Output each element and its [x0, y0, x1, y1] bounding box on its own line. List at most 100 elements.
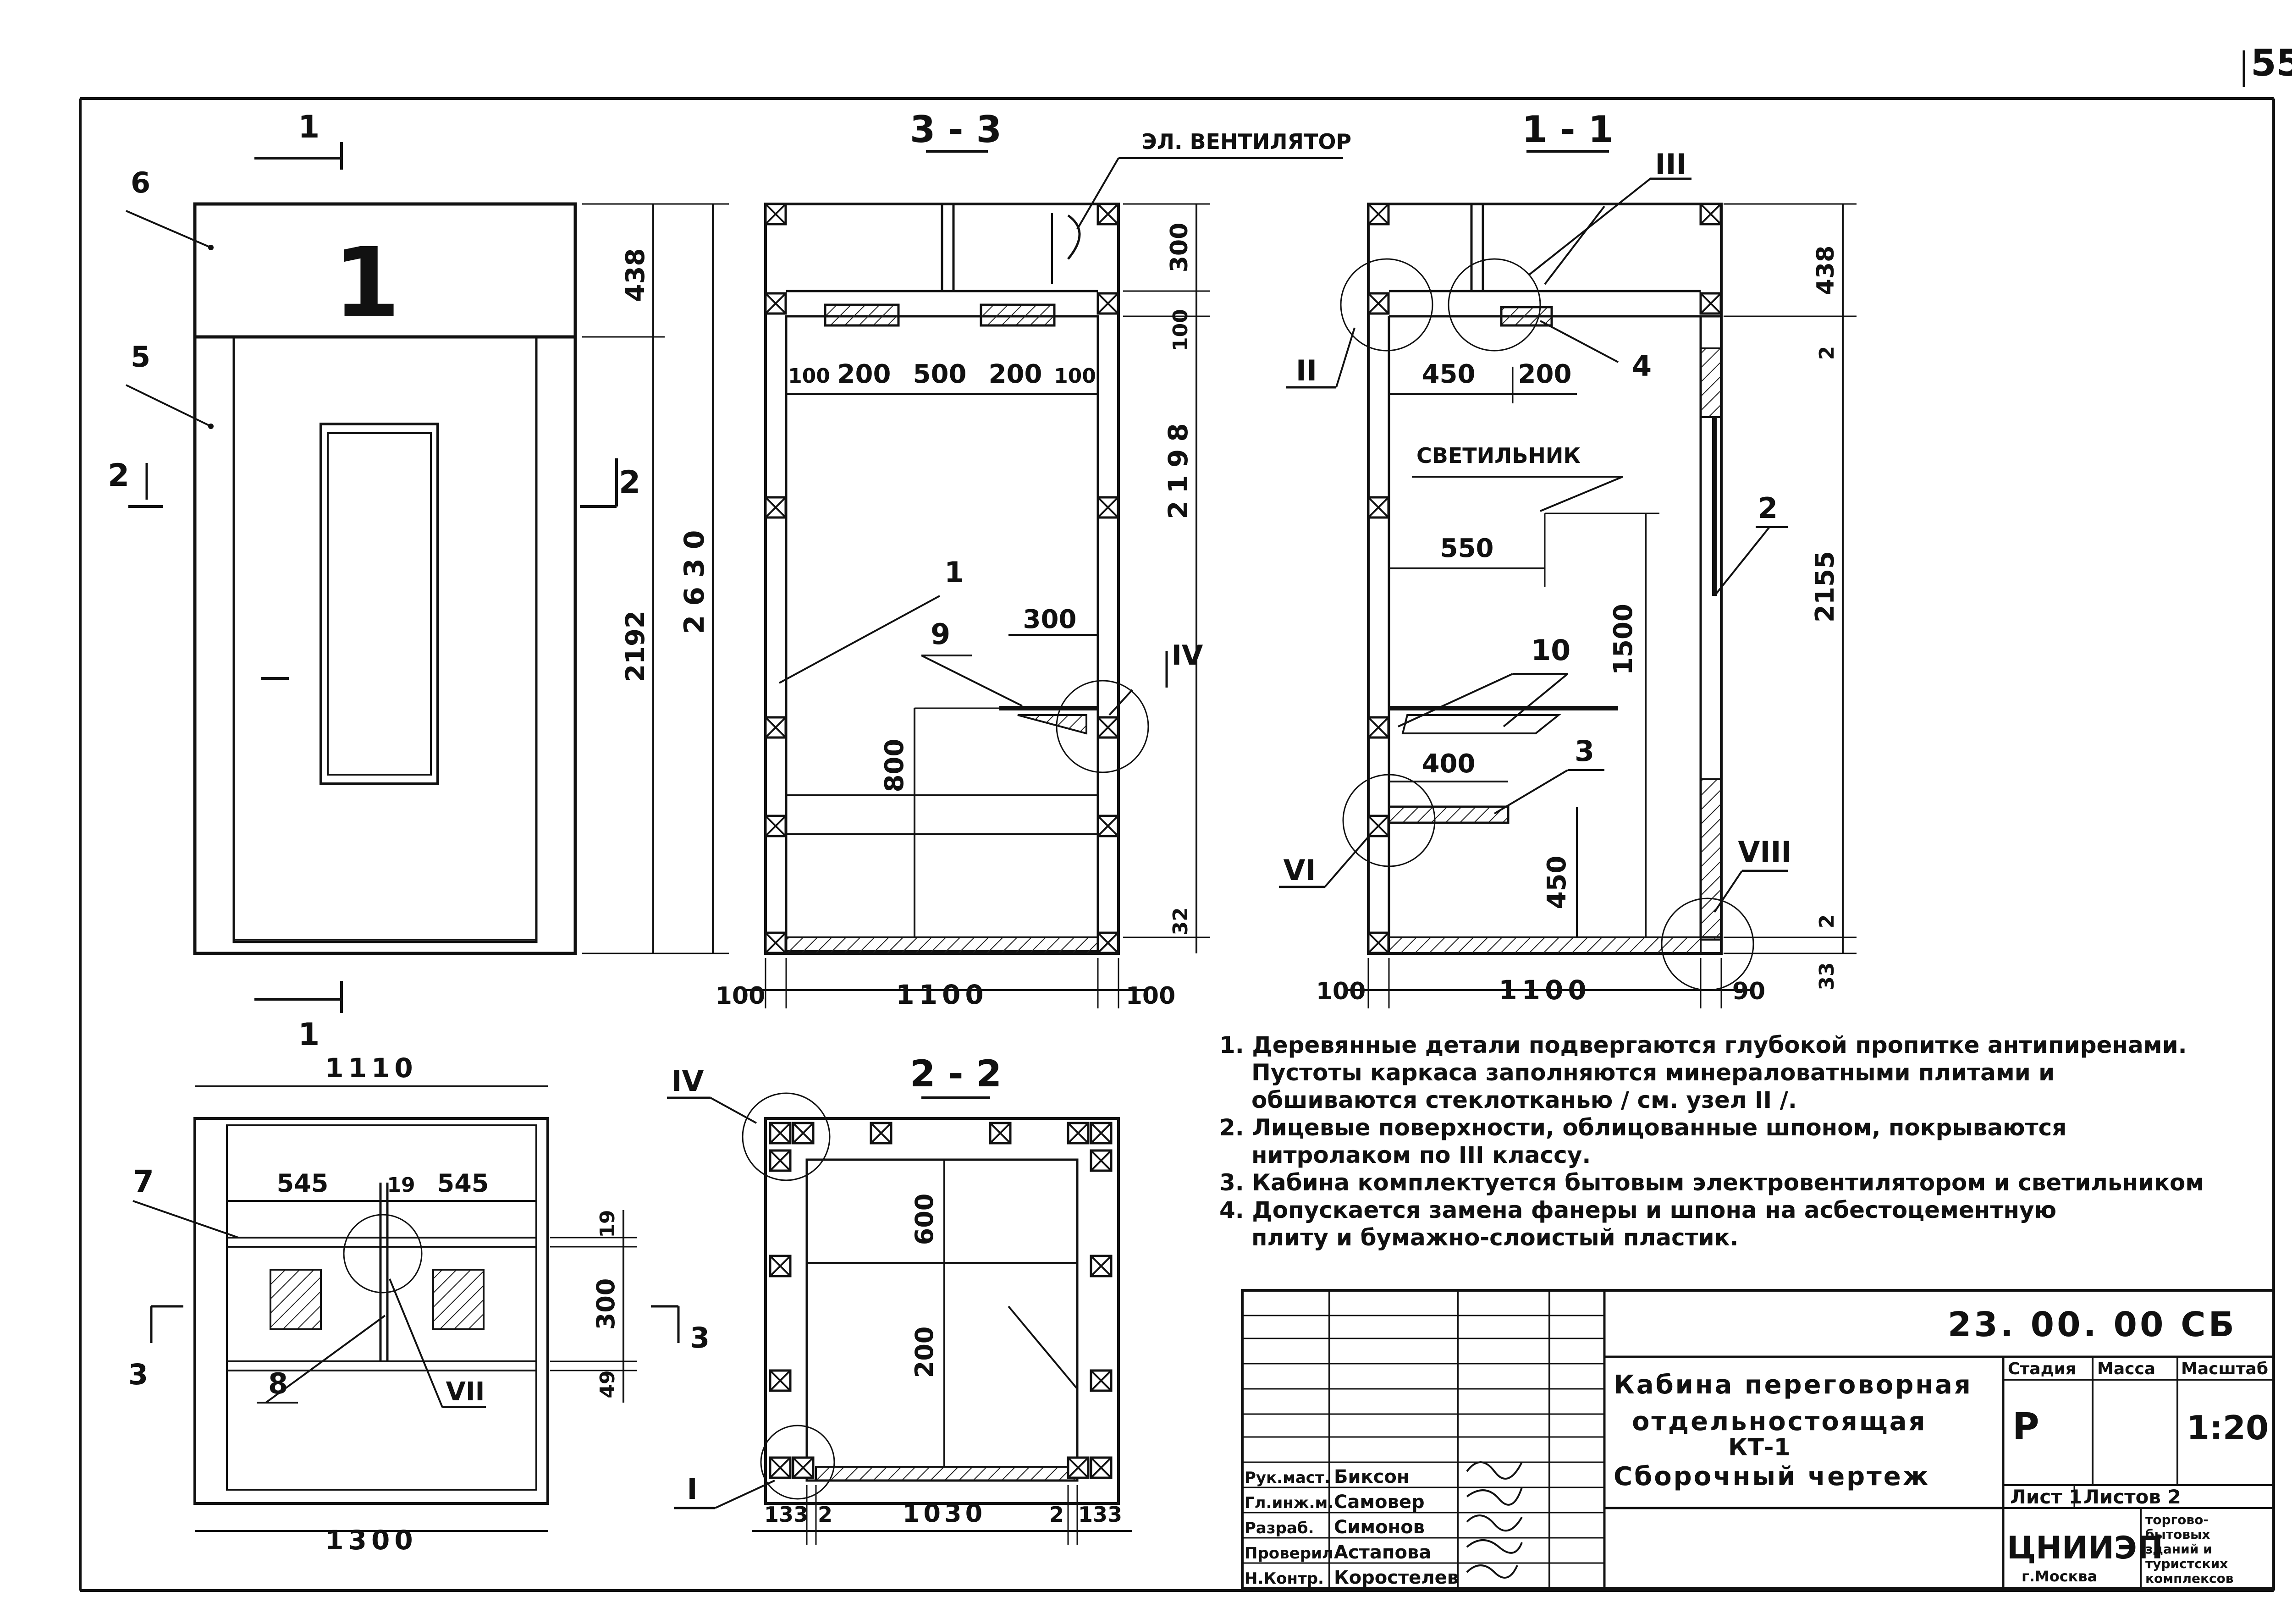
- dim-11-bottom-2: 1100: [1499, 974, 1591, 1006]
- dim-plan-1110: 1110: [325, 1052, 417, 1084]
- node-label-IV-ref: IV: [1172, 639, 1203, 672]
- dim-11-550: 550: [1440, 534, 1494, 563]
- dim-33-row-5: 100: [1054, 364, 1096, 388]
- note-line-6: 3. Кабина комплектуется бытовым электров…: [1219, 1169, 2204, 1196]
- section-title-3-3: 3 - 3: [910, 108, 1002, 151]
- cut-mark-1-top: 1: [298, 109, 320, 145]
- dim-33-32: 32: [1169, 907, 1192, 935]
- org-sub-3: зданий и: [2145, 1541, 2212, 1557]
- dim-33-bottom-2: 1100: [896, 979, 988, 1010]
- dim-22-b2: 2: [818, 1502, 832, 1527]
- title-line-2: отдельностоящая: [1632, 1407, 1927, 1437]
- plan-view: 1110 545 19 545 19 300 49 1300 7 8 VII 3…: [128, 1052, 710, 1556]
- doc-code: 23. 00. 00 СБ: [1948, 1305, 2237, 1344]
- staff-role-4: Проверил: [1245, 1544, 1333, 1563]
- dim-33-bottom-1: 100: [716, 982, 766, 1010]
- dim-22-b1: 133: [764, 1502, 808, 1527]
- sheet-count: Листов 2: [2083, 1486, 2181, 1508]
- title-block-text: 23. 00. 00 СБ Кабина переговорная отдель…: [1245, 1305, 2269, 1588]
- org-name: ЦНИИЭП: [2007, 1530, 2163, 1566]
- title-line-4: Сборочный чертеж: [1614, 1462, 1930, 1492]
- lamp-callout: СВЕТИЛЬНИК: [1416, 443, 1581, 468]
- section-title-1-1: 1 - 1: [1522, 108, 1614, 151]
- dim-33-row-2: 200: [837, 359, 891, 389]
- org-city: г.Москва: [2022, 1568, 2097, 1585]
- col-scale: Масштаб: [2181, 1360, 2268, 1378]
- col-stage: Стадия: [2008, 1360, 2076, 1378]
- cut-mark-1-bottom: 1: [298, 1017, 320, 1053]
- node-label-IV: IV: [671, 1064, 704, 1098]
- cut-mark-3-left: 3: [128, 1358, 148, 1391]
- node-label-VII: VII: [446, 1377, 485, 1407]
- cut-mark-2-left: 2: [108, 457, 129, 494]
- dim-33-800: 800: [880, 739, 909, 793]
- title-line-1: Кабина переговорная: [1614, 1370, 1972, 1400]
- org-sub-5: комплексов: [2145, 1571, 2234, 1586]
- org-sub-2: бытовых: [2145, 1527, 2210, 1542]
- dim-33-row-3: 500: [913, 359, 967, 389]
- dim-33-2198: 2198: [1163, 416, 1194, 519]
- dim-11-33: 33: [1815, 962, 1839, 990]
- front-view: 1 6 5 1 1 2 2 438 2192 2630: [108, 109, 729, 1053]
- dim-33-300: 300: [1166, 223, 1193, 273]
- dim-11-2155: 2155: [1810, 551, 1840, 622]
- node-label-II: II: [1296, 354, 1317, 387]
- staff-role-3: Разраб.: [1245, 1519, 1314, 1537]
- col-mass: Масса: [2097, 1360, 2155, 1378]
- cut-mark-3-right: 3: [690, 1321, 710, 1354]
- part-label-4: 4: [1632, 349, 1652, 383]
- fan-callout: ЭЛ. ВЕНТИЛЯТОР: [1141, 129, 1351, 154]
- node-label-I: I: [687, 1472, 697, 1506]
- dim-33-row-1: 100: [788, 364, 830, 388]
- note-line-2: Пустоты каркаса заполняются минераловатн…: [1251, 1059, 2055, 1086]
- dim-11-bottom-3: 90: [1732, 978, 1765, 1005]
- dim-11-bottom-1: 100: [1316, 978, 1366, 1005]
- section-2-2: 2 - 2 IV I 600 200 133 2 1030: [667, 1052, 1132, 1545]
- dim-11-2: 2: [1815, 346, 1839, 360]
- staff-name-4: Астапова: [1334, 1542, 1431, 1563]
- staff-name-3: Симонов: [1334, 1517, 1425, 1538]
- note-line-7: 4. Допускается замена фанеры и шпона на …: [1219, 1197, 2057, 1223]
- dim-11-400: 400: [1422, 749, 1476, 779]
- staff-name-1: Биксон: [1334, 1466, 1410, 1487]
- dim-22-600: 600: [910, 1194, 939, 1245]
- page-number: 55: [2251, 42, 2292, 84]
- dim-front-2192: 2192: [621, 611, 650, 682]
- staff-name-2: Самовер: [1334, 1492, 1425, 1513]
- part-label-8: 8: [268, 1367, 288, 1400]
- org-sub-1: торгово-: [2145, 1512, 2209, 1527]
- stage-value: Р: [2012, 1405, 2039, 1448]
- staff-role-2: Гл.инж.м.: [1245, 1494, 1333, 1512]
- dim-22-b4: 2: [1049, 1502, 1064, 1527]
- part-label-7: 7: [133, 1164, 154, 1199]
- dim-11-438: 438: [1812, 246, 1840, 296]
- note-line-5: нитролаком по III классу.: [1251, 1142, 1591, 1168]
- dim-33-row-4: 200: [989, 359, 1042, 389]
- staff-name-5: Коростелев: [1334, 1567, 1459, 1588]
- part-label-9: 9: [931, 617, 950, 651]
- door-number: 1: [333, 227, 400, 339]
- dim-plan-19: 19: [387, 1173, 415, 1197]
- dim-plan-545a: 545: [277, 1169, 329, 1198]
- dim-11-450: 450: [1422, 359, 1476, 389]
- dim-plan-side-49: 49: [596, 1370, 619, 1398]
- dim-22-b3: 1030: [903, 1499, 986, 1528]
- dim-33-shelf: 300: [1023, 605, 1077, 634]
- dim-plan-545b: 545: [437, 1169, 489, 1198]
- notes-block: 1. Деревянные детали подвергаются глубок…: [1219, 1031, 2287, 1251]
- node-label-III: III: [1655, 148, 1686, 181]
- dim-33-100: 100: [1169, 309, 1192, 351]
- dim-22-b5: 133: [1078, 1502, 1122, 1527]
- dim-plan-side-300: 300: [591, 1278, 620, 1330]
- dim-11-1500: 1500: [1609, 604, 1638, 675]
- dim-11-2b: 2: [1815, 914, 1839, 929]
- dim-11-200: 200: [1518, 359, 1572, 389]
- section-1-1: 1 - 1 II III: [1279, 108, 1857, 1008]
- part-label-10: 10: [1531, 633, 1570, 667]
- sheet-number: Лист 1: [2010, 1486, 2082, 1508]
- part-label-5: 5: [131, 340, 150, 374]
- title-line-3: КТ-1: [1728, 1434, 1791, 1461]
- note-line-3: обшиваются стеклотканью / см. узел II /.: [1251, 1087, 1797, 1113]
- dim-33-bottom-3: 100: [1126, 982, 1176, 1010]
